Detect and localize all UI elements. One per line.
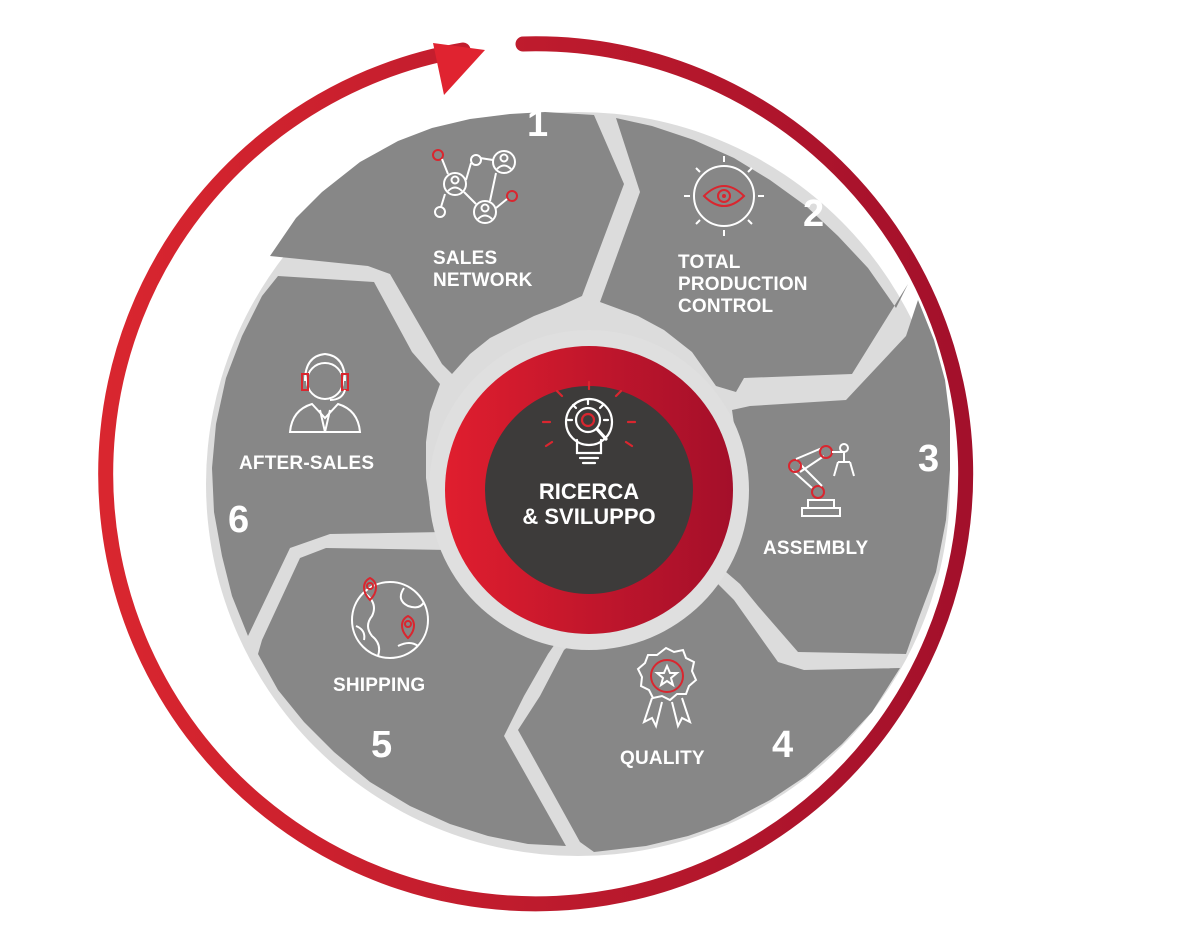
- segment-1-label: SALES NETWORK: [433, 248, 533, 292]
- segment-3-label: ASSEMBLY: [763, 538, 869, 559]
- segment-2-shape: [600, 118, 908, 392]
- segment-2-label: TOTAL PRODUCTION CONTROL: [678, 252, 808, 318]
- segment-1-label-line1: SALES: [433, 248, 498, 269]
- segment-6-shape: [212, 276, 444, 636]
- globe-location-icon: [351, 576, 429, 659]
- cycle-arrowhead-icon: [433, 43, 485, 95]
- center-disc: [485, 386, 693, 594]
- segment-2-label-line1: TOTAL: [678, 252, 741, 273]
- award-rosette-icon: [636, 646, 698, 729]
- center-label: RICERCA & SVILUPPO: [484, 479, 694, 529]
- people-network-icon: [432, 149, 518, 224]
- segment-5-shape: [258, 548, 566, 846]
- gear-eye-icon: [684, 156, 764, 236]
- segment-6-label: AFTER-SALES: [239, 453, 375, 474]
- headset-agent-icon: [288, 352, 362, 433]
- segment-4-number: 4: [772, 724, 794, 766]
- segment-2-label-line2: PRODUCTION: [678, 274, 808, 295]
- segment-5-label: SHIPPING: [333, 675, 426, 696]
- robotic-arm-icon: [788, 443, 855, 517]
- segment-3-shape: [726, 300, 950, 654]
- center-label-line1: RICERCA: [538, 479, 640, 504]
- segment-3-number: 3: [918, 438, 940, 480]
- segment-2-number: 2: [803, 193, 825, 235]
- center-label-line2: & SVILUPPO: [522, 504, 656, 529]
- segment-1-shape: [270, 112, 624, 374]
- segment-6-number: 6: [228, 499, 250, 541]
- gear-magnifier-lightbulb-icon: [541, 380, 637, 465]
- segment-5-number: 5: [371, 724, 393, 766]
- segment-1-label-line2: NETWORK: [433, 270, 533, 291]
- cycle-arc: [98, 36, 974, 912]
- segment-4-label: QUALITY: [620, 748, 705, 769]
- segment-2-label-line3: CONTROL: [678, 296, 774, 317]
- segment-1-number: 1: [527, 103, 549, 145]
